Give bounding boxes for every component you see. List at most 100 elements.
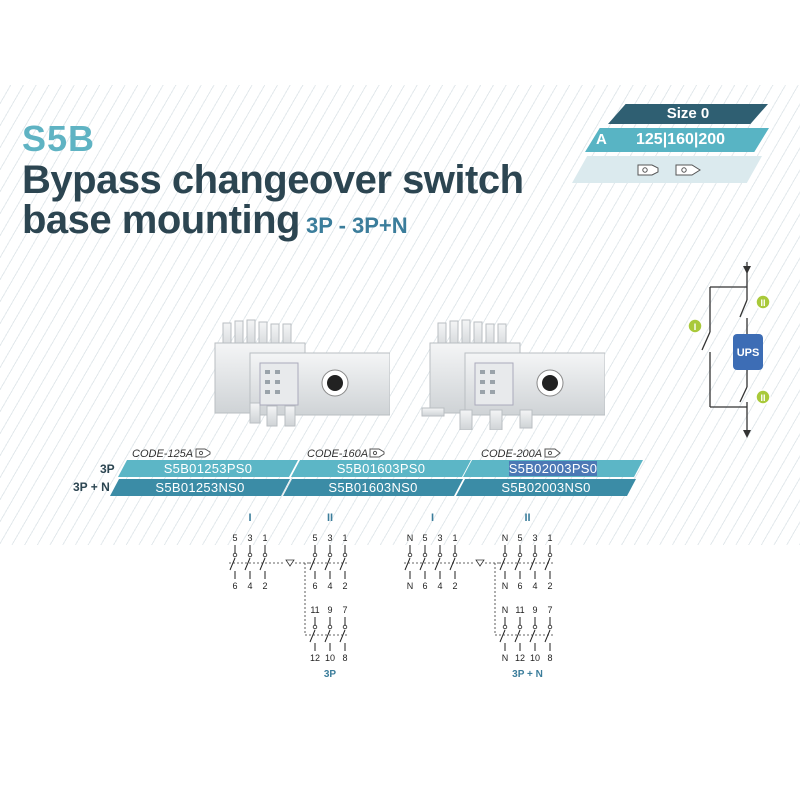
pole-contact: [342, 624, 348, 630]
terminal-icons: [637, 164, 701, 176]
interlock-icon: [475, 559, 485, 567]
amp-ratings: 125|160|200: [636, 131, 726, 148]
terminal-label: 1: [262, 533, 267, 543]
badge-icon-II-bottom: II: [755, 389, 771, 405]
terminal-label: 9: [327, 605, 332, 615]
terminal-label: N: [502, 533, 509, 543]
terminal-label: 2: [452, 581, 457, 591]
terminal-label: N: [407, 533, 414, 543]
group-label-I: I: [248, 512, 251, 524]
code-label-125: CODE-125A: [132, 448, 194, 460]
row-label-3p: 3P: [100, 462, 115, 476]
terminal-label: 1: [547, 533, 552, 543]
terminal-label: 4: [437, 581, 442, 591]
pole-blade: [244, 557, 251, 571]
terminal-label: N: [502, 581, 509, 591]
amp-label: A: [596, 131, 607, 148]
group-label-II: II: [327, 512, 333, 524]
switch-image-right: [421, 319, 605, 430]
pole-blade: [514, 557, 521, 571]
terminal-label: 4: [247, 581, 252, 591]
terminal-label: 1: [342, 533, 347, 543]
code-3p-200: S5B02003PS0: [463, 460, 643, 477]
pole-blade: [259, 557, 266, 571]
terminal-label: 9: [532, 605, 537, 615]
pole-blade: [544, 629, 551, 643]
terminal-label: 7: [342, 605, 347, 615]
pole-contact: [532, 552, 538, 558]
title-line2-text: base mounting: [22, 198, 300, 242]
group-label-II: II: [524, 512, 530, 524]
interlock-icon: [285, 559, 295, 567]
series-name: S5B: [22, 118, 96, 159]
pole-contact: [407, 552, 413, 558]
code-3p-125: S5B01253PS0: [118, 460, 298, 477]
pole-blade: [544, 557, 551, 571]
terminal-label: 10: [530, 653, 540, 663]
pole-blade: [339, 629, 346, 643]
terminal-label: N: [502, 653, 509, 663]
pole-blade: [229, 557, 236, 571]
terminal-label: 5: [312, 533, 317, 543]
terminal-label: 12: [515, 653, 525, 663]
pole-blade: [339, 557, 346, 571]
code-3pn-160: S5B01603NS0: [283, 479, 463, 496]
pole-contact: [262, 552, 268, 558]
pole-blade: [309, 629, 316, 643]
terminal-label: 5: [517, 533, 522, 543]
svg-text:I: I: [694, 322, 697, 332]
cable-lug-icon: [369, 448, 385, 458]
terminal-label: 3: [532, 533, 537, 543]
terminal-label: 6: [517, 581, 522, 591]
terminal-label: 3: [437, 533, 442, 543]
pole-contact: [312, 552, 318, 558]
group-label-I: I: [431, 512, 434, 524]
terminal-label: 7: [547, 605, 552, 615]
pole-blade: [419, 557, 426, 571]
terminal-label: 12: [310, 653, 320, 663]
pole-contact: [452, 552, 458, 558]
pole-blade: [324, 629, 331, 643]
pole-contact: [517, 624, 523, 630]
pole-contact: [502, 552, 508, 558]
pole-contact: [422, 552, 428, 558]
pole-contact: [437, 552, 443, 558]
box-terminal-icon: [675, 164, 701, 176]
terminal-label: 8: [342, 653, 347, 663]
pole-contact: [517, 552, 523, 558]
svg-text:II: II: [760, 298, 765, 308]
pole-blade: [324, 557, 331, 571]
pole-contact: [312, 624, 318, 630]
terminal-label: 11: [515, 605, 524, 615]
pole-blade: [434, 557, 441, 571]
terminal-label: N: [502, 605, 509, 615]
terminal-label: 2: [547, 581, 552, 591]
pole-contact: [547, 624, 553, 630]
cable-lug-icon: [195, 448, 211, 458]
terminal-label: 5: [232, 533, 237, 543]
terminal-label: 3: [327, 533, 332, 543]
pole-blade: [529, 557, 536, 571]
code-label-200: CODE-200A: [481, 448, 543, 460]
pole-contact: [232, 552, 238, 558]
terminal-bar: [572, 156, 762, 183]
pole-contact: [342, 552, 348, 558]
terminal-label: 1: [452, 533, 457, 543]
code-3pn-200: S5B02003NS0: [456, 479, 636, 496]
diagram-caption: 3P + N: [512, 669, 543, 680]
terminal-label: 6: [422, 581, 427, 591]
terminal-label: 2: [342, 581, 347, 591]
pole-contact: [547, 552, 553, 558]
diagram-caption: 3P: [324, 669, 337, 680]
pole-blade: [499, 629, 506, 643]
ups-label: UPS: [737, 347, 760, 359]
ups-bypass-diagram: UPS I II II: [687, 262, 771, 438]
poles-subtitle: 3P - 3P+N: [305, 213, 408, 238]
pole-contact: [532, 624, 538, 630]
terminal-label: N: [407, 581, 414, 591]
pole-contact: [502, 624, 508, 630]
pole-blade: [449, 557, 456, 571]
terminal-label: 6: [232, 581, 237, 591]
pole-blade: [499, 557, 506, 571]
badge-icon-I: I: [687, 318, 703, 334]
